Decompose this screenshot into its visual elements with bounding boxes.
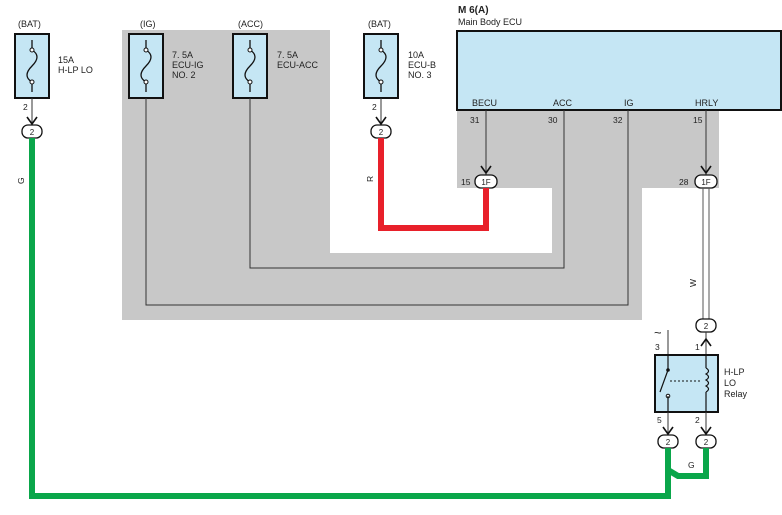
fuse-ecuig-source-label: (IG)	[140, 19, 156, 29]
ecu-acc-wire	[249, 98, 565, 269]
fuse-hlp-name: H-LP LO	[58, 65, 93, 75]
ecu-terminal-hrly: HRLY	[695, 98, 718, 108]
red-wire	[378, 138, 489, 231]
fuse-hlp-connector-label: 2	[30, 128, 35, 137]
ecu-name: Main Body ECU	[458, 17, 522, 27]
fuse-ecuacc-name: ECU-ACC	[277, 60, 319, 70]
junction-1f-pin-15: 15	[461, 177, 471, 187]
junction-connector-1f-28	[694, 174, 718, 189]
main-body-ecu	[456, 30, 782, 111]
shaded-region-ig-acc	[122, 30, 642, 320]
ecu-ref: M 6(A)	[458, 5, 489, 16]
white-wire-label: W	[688, 279, 698, 287]
relay-name-line1: H-LP	[724, 367, 745, 377]
red-wire-label: R	[365, 176, 375, 182]
ecu-ig-wire	[145, 98, 629, 306]
fuse-ecuig-symbol	[140, 40, 152, 92]
relay-coil-symbol	[704, 367, 710, 393]
relay-pin2-connector-label: 2	[704, 438, 709, 447]
junction-1f-pin-28: 28	[679, 177, 689, 187]
relay-pin5-connector-label: 2	[666, 438, 671, 447]
ecu-terminal-ig: IG	[624, 98, 634, 108]
relay-tilde-symbol: ~	[654, 325, 662, 340]
relay-pin-1: 1	[695, 342, 700, 352]
relay-pin-5: 5	[657, 415, 662, 425]
fuse-ecuacc-source-label: (ACC)	[238, 19, 263, 29]
green-wire-label: G	[16, 177, 26, 184]
ecu-terminal-acc: ACC	[553, 98, 573, 108]
fuse-ecuacc-symbol	[244, 40, 256, 92]
fuse-hlp-rating: 15A	[58, 55, 74, 65]
fuse-ecub-connector-label: 2	[379, 128, 384, 137]
ecu-pin-15: 15	[693, 115, 703, 125]
fuse-ecuig-rating: 7. 5A	[172, 50, 193, 60]
relay-switch-contact	[659, 369, 669, 393]
relay-name-line3: Relay	[724, 389, 748, 399]
fuse-ecub-pin: 2	[372, 102, 377, 112]
green-wire-relay-ground	[666, 448, 709, 479]
fuse-ecub-source-label: (BAT)	[368, 19, 391, 29]
ecu-pin-31: 31	[470, 115, 480, 125]
fuse-ecuacc-rating: 7. 5A	[277, 50, 298, 60]
ecu-pin-30: 30	[548, 115, 558, 125]
relay-name-line2: LO	[724, 378, 736, 388]
fuse-ecuig-number: NO. 2	[172, 70, 196, 80]
junction-1f-label-b: 1F	[701, 178, 710, 187]
fuse-ecub-rating: 10A	[408, 50, 424, 60]
ecu-pin-32: 32	[613, 115, 623, 125]
relay-pin-3: 3	[655, 342, 660, 352]
fuse-ecub-number: NO. 3	[408, 70, 432, 80]
ecu-terminal-becu: BECU	[472, 98, 497, 108]
fuse-hlp-symbol	[26, 40, 38, 92]
relay-ground-wire-label: G	[688, 460, 695, 470]
hlp-lo-relay	[654, 354, 719, 413]
fuse-hlp-pin: 2	[23, 102, 28, 112]
relay-pin-2: 2	[695, 415, 700, 425]
fuse-hlp-source-label: (BAT)	[18, 19, 41, 29]
fuse-ecub-symbol	[375, 40, 387, 92]
fuse-ecub-name: ECU-B	[408, 60, 436, 70]
relay-top-connector-label: 2	[704, 322, 709, 331]
junction-1f-label-a: 1F	[481, 178, 490, 187]
fuse-ecuig-name: ECU-IG	[172, 60, 204, 70]
